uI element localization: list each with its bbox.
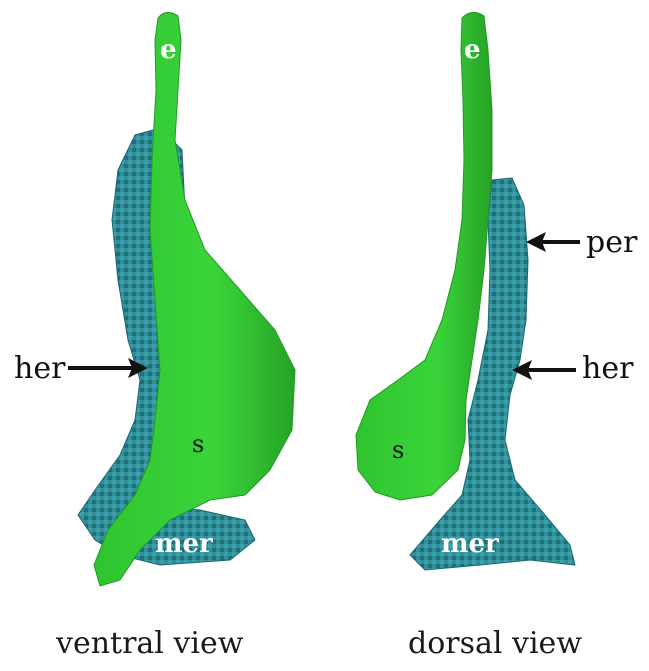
dorsal-label-her: her: [582, 351, 634, 386]
ventral-label-mer: mer: [155, 529, 213, 559]
ventral-label-her: her: [14, 351, 66, 386]
ventral-view-panel: e s mer her: [14, 12, 295, 586]
dorsal-label-e: e: [464, 35, 481, 65]
dorsal-label-per: per: [586, 225, 638, 260]
ventral-label-s: s: [192, 430, 204, 458]
ventral-view-caption: ventral view: [56, 626, 243, 661]
dorsal-view-panel: e s mer per her: [356, 12, 638, 570]
dorsal-per-arrow: [526, 232, 580, 252]
dorsal-her-arrow: [512, 360, 576, 380]
ventral-label-e: e: [160, 35, 177, 65]
dorsal-label-s: s: [392, 436, 404, 464]
dorsal-label-mer: mer: [441, 529, 499, 559]
dorsal-view-caption: dorsal view: [408, 626, 582, 661]
